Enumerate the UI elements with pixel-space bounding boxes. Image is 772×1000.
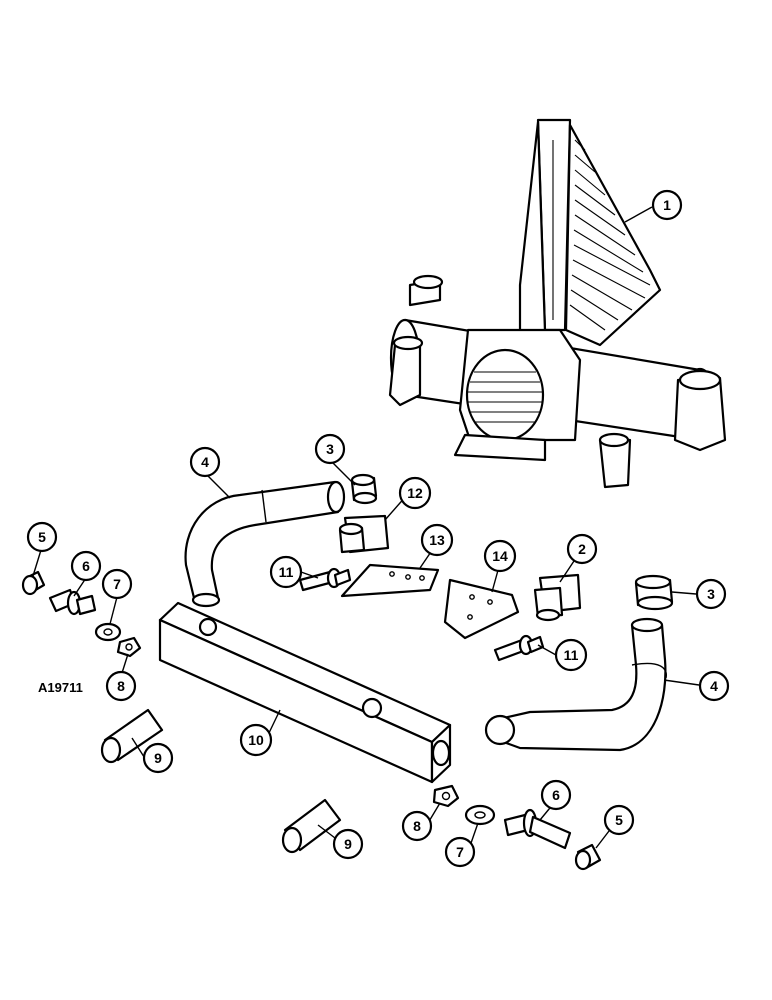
callout-7b: 7 [444, 836, 476, 868]
callout-3b: 3 [695, 578, 727, 610]
callout-label: 3 [326, 441, 334, 457]
callout-7a: 7 [101, 568, 133, 600]
callout-3a: 3 [314, 433, 346, 465]
part-stud-lower [493, 634, 545, 662]
part-sleeve-right [281, 798, 342, 854]
callout-label: 11 [564, 647, 579, 663]
callout-label: 6 [82, 558, 90, 574]
callout-label: 9 [154, 750, 162, 766]
callout-label: 8 [413, 818, 421, 834]
callout-label: 4 [710, 678, 718, 694]
callout-label: 4 [201, 454, 209, 470]
callout-4b: 4 [698, 670, 730, 702]
callout-2: 2 [566, 533, 598, 565]
part-bushing-upper [350, 473, 378, 505]
callout-label: 7 [113, 576, 121, 592]
callout-10: 10 [239, 723, 273, 757]
part-slotted-nut-right [574, 843, 602, 871]
callout-5a: 5 [26, 521, 58, 553]
callout-12: 12 [398, 476, 432, 510]
part-pivot-pin-right [503, 808, 572, 850]
callout-label: 7 [456, 844, 464, 860]
callout-9a: 9 [142, 742, 174, 774]
callout-1: 1 [651, 189, 683, 221]
callout-label: 1 [663, 197, 671, 213]
callout-label: 9 [344, 836, 352, 852]
part-bushing-lower [634, 574, 674, 611]
part-pivot-pin-left [48, 588, 97, 616]
callout-label: 5 [38, 529, 46, 545]
part-plate-14 [443, 578, 520, 640]
callout-9b: 9 [332, 828, 364, 860]
part-steering-arm-lower [484, 617, 667, 752]
callout-13: 13 [420, 523, 454, 557]
part-washer-left [94, 622, 122, 642]
callout-label: 8 [117, 678, 125, 694]
callout-label: 13 [429, 532, 445, 548]
part-steering-arm-upper [184, 480, 346, 608]
callout-11a: 11 [269, 555, 303, 589]
callout-5b: 5 [603, 804, 635, 836]
part-washer-right [464, 804, 496, 826]
callout-label: 6 [552, 787, 560, 803]
callout-4a: 4 [189, 446, 221, 478]
part-pivot-bracket-2 [533, 573, 582, 622]
callout-label: 12 [407, 485, 423, 501]
callout-label: 14 [492, 548, 508, 564]
callout-8a: 8 [105, 670, 137, 702]
part-stud-upper [298, 567, 352, 592]
callout-11b: 11 [554, 638, 588, 672]
callout-label: 3 [707, 586, 715, 602]
part-pivot-bracket-12 [338, 514, 390, 554]
part-nut-right [432, 784, 460, 808]
callout-8b: 8 [401, 810, 433, 842]
callout-label: 5 [615, 812, 623, 828]
callout-6a: 6 [70, 550, 102, 582]
drawing-reference: A19711 [38, 680, 83, 695]
part-tie-bar [158, 601, 452, 784]
callout-6b: 6 [540, 779, 572, 811]
part-nut-left [116, 636, 142, 658]
callout-14: 14 [483, 539, 517, 573]
part-plate-13 [340, 563, 440, 598]
callout-label: 2 [578, 541, 586, 557]
callout-label: 11 [279, 564, 294, 580]
part-sleeve-left [100, 708, 164, 764]
part-axle-housing [388, 118, 727, 489]
callout-label: 10 [248, 732, 264, 748]
